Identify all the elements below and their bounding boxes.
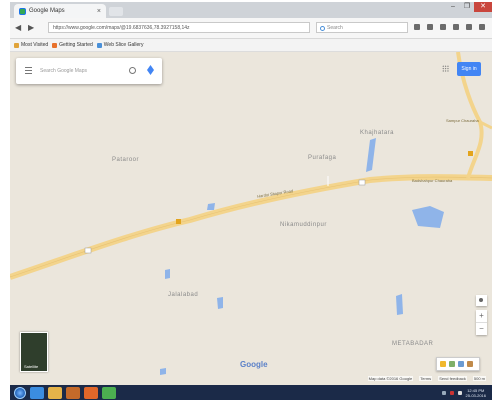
home-icon[interactable] bbox=[453, 24, 459, 30]
road-marker bbox=[358, 179, 366, 186]
place-label[interactable]: Purafaga bbox=[308, 155, 337, 161]
road-marker bbox=[84, 247, 92, 254]
place-label[interactable]: Pataroor bbox=[112, 157, 140, 163]
road-marker bbox=[468, 151, 473, 156]
hamburger-menu-icon[interactable] bbox=[25, 67, 32, 76]
volume-icon[interactable] bbox=[457, 390, 462, 395]
bookmark-label: Most Visited bbox=[21, 42, 49, 48]
chrome-taskbar-icon[interactable] bbox=[102, 386, 116, 399]
satellite-label: Satellite bbox=[24, 364, 39, 369]
close-window-button[interactable]: ✕ bbox=[474, 2, 492, 12]
windows-taskbar: 12:45 PM 25-03-2016 bbox=[10, 385, 492, 400]
toolbar-icons bbox=[414, 24, 492, 30]
reading-list-icon[interactable] bbox=[427, 24, 433, 30]
water-body bbox=[366, 138, 376, 172]
tab-google-maps[interactable]: Google Maps × bbox=[14, 4, 106, 18]
tab-close-icon[interactable]: × bbox=[96, 7, 101, 15]
clock-time: 12:45 PM bbox=[467, 387, 485, 393]
screen: Google Maps × – ❐ ✕ ◀ ▶ https://www.goog… bbox=[10, 2, 492, 400]
water-body bbox=[396, 294, 403, 315]
photo-thumb-icon[interactable] bbox=[458, 361, 464, 367]
map-search-input[interactable]: Search Google Maps bbox=[40, 68, 87, 74]
place-label[interactable]: Jalalabad bbox=[168, 292, 199, 298]
bookmark-star-icon[interactable] bbox=[414, 24, 420, 30]
water-body bbox=[207, 203, 215, 210]
map-search-box: Search Google Maps bbox=[16, 58, 162, 84]
bookmark-getting-started[interactable]: Getting Started bbox=[52, 42, 93, 48]
start-button-icon[interactable] bbox=[14, 386, 26, 399]
water-body bbox=[165, 269, 170, 279]
forward-arrow-icon[interactable]: ▶ bbox=[28, 23, 35, 32]
water-body bbox=[412, 206, 444, 228]
right-road-branch bbox=[479, 120, 492, 130]
map-canvas[interactable]: Pataroor Khajhatara Purafaga Nikamuddinp… bbox=[10, 52, 492, 385]
road-marker bbox=[176, 219, 181, 224]
network-icon[interactable] bbox=[441, 390, 446, 395]
pocket-icon[interactable] bbox=[466, 24, 472, 30]
bookmark-folder-icon bbox=[14, 42, 19, 48]
photo-thumb-icon[interactable] bbox=[467, 361, 473, 367]
search-icon[interactable] bbox=[129, 67, 136, 74]
send-feedback-link[interactable]: Send feedback bbox=[438, 376, 467, 381]
zoom-out-button[interactable]: − bbox=[476, 322, 487, 335]
place-label[interactable]: METABADAR bbox=[392, 341, 434, 347]
street-view-thumbnails[interactable] bbox=[436, 357, 480, 371]
water-body bbox=[217, 297, 223, 309]
firefox-taskbar-icon[interactable] bbox=[84, 386, 98, 399]
new-tab-button[interactable] bbox=[109, 7, 123, 16]
sign-in-button[interactable]: Sign in bbox=[457, 62, 481, 76]
web-slice-icon bbox=[96, 42, 102, 48]
google-maps-favicon-icon bbox=[19, 7, 26, 15]
water-body bbox=[160, 368, 166, 375]
maximize-button[interactable]: ❐ bbox=[463, 3, 471, 10]
bookmark-label: Getting Started bbox=[59, 42, 93, 48]
main-road-edge bbox=[10, 176, 492, 278]
clock[interactable]: 12:45 PM 25-03-2016 bbox=[466, 388, 486, 398]
ie-taskbar-icon[interactable] bbox=[30, 386, 44, 399]
place-label[interactable]: Sampur Chauraha bbox=[446, 118, 479, 123]
media-taskbar-icon[interactable] bbox=[66, 386, 80, 399]
browser-toolbar: ◀ ▶ https://www.google.com/maps/@19.6837… bbox=[10, 18, 492, 39]
download-icon[interactable] bbox=[440, 24, 446, 30]
firefox-bookmark-icon bbox=[52, 42, 58, 48]
bookmark-label: Web Slice Gallery bbox=[103, 42, 144, 48]
scale-bar[interactable]: 500 m bbox=[472, 376, 486, 381]
place-label[interactable]: Nikamuddinpur bbox=[280, 222, 327, 228]
tab-title: Google Maps bbox=[29, 8, 65, 14]
bookmark-web-slice-gallery[interactable]: Web Slice Gallery bbox=[96, 42, 144, 48]
browser-search-input[interactable]: Search bbox=[316, 22, 408, 33]
map-data-credit: Map data ©2016 Google bbox=[367, 376, 414, 381]
terms-link[interactable]: Terms bbox=[419, 376, 433, 381]
flag-icon[interactable] bbox=[449, 390, 454, 395]
map-footer: Map data ©2016 Google Terms Send feedbac… bbox=[10, 372, 492, 385]
my-location-icon[interactable] bbox=[476, 295, 487, 306]
bookmarks-bar: Most Visited Getting Started Web Slice G… bbox=[10, 39, 492, 52]
satellite-toggle[interactable]: Satellite bbox=[20, 332, 48, 372]
road-label: Badshahpur Chauraha bbox=[412, 178, 453, 183]
tab-bar: Google Maps × – ❐ ✕ bbox=[10, 2, 492, 18]
zoom-control: + − bbox=[476, 310, 487, 335]
map-graphics bbox=[10, 52, 492, 375]
main-road bbox=[10, 174, 492, 280]
window-controls: – ❐ ✕ bbox=[446, 2, 492, 12]
share-icon[interactable] bbox=[479, 24, 485, 30]
url-bar[interactable]: https://www.google.com/maps/@19.6837636,… bbox=[48, 22, 310, 33]
minimize-button[interactable]: – bbox=[451, 3, 455, 10]
photo-thumb-icon[interactable] bbox=[449, 361, 455, 367]
folder-taskbar-icon[interactable] bbox=[48, 386, 62, 399]
zoom-in-button[interactable]: + bbox=[479, 311, 484, 320]
system-tray: 12:45 PM 25-03-2016 bbox=[441, 388, 492, 398]
pegman-icon[interactable] bbox=[440, 361, 446, 367]
bookmark-most-visited[interactable]: Most Visited bbox=[14, 42, 48, 48]
clock-date: 25-03-2016 bbox=[465, 392, 486, 398]
google-logo: Google bbox=[240, 360, 268, 369]
directions-icon[interactable] bbox=[147, 65, 154, 75]
apps-grid-icon[interactable] bbox=[442, 65, 449, 72]
place-label[interactable]: Khajhatara bbox=[360, 130, 395, 136]
back-arrow-icon[interactable]: ◀ bbox=[15, 23, 22, 32]
